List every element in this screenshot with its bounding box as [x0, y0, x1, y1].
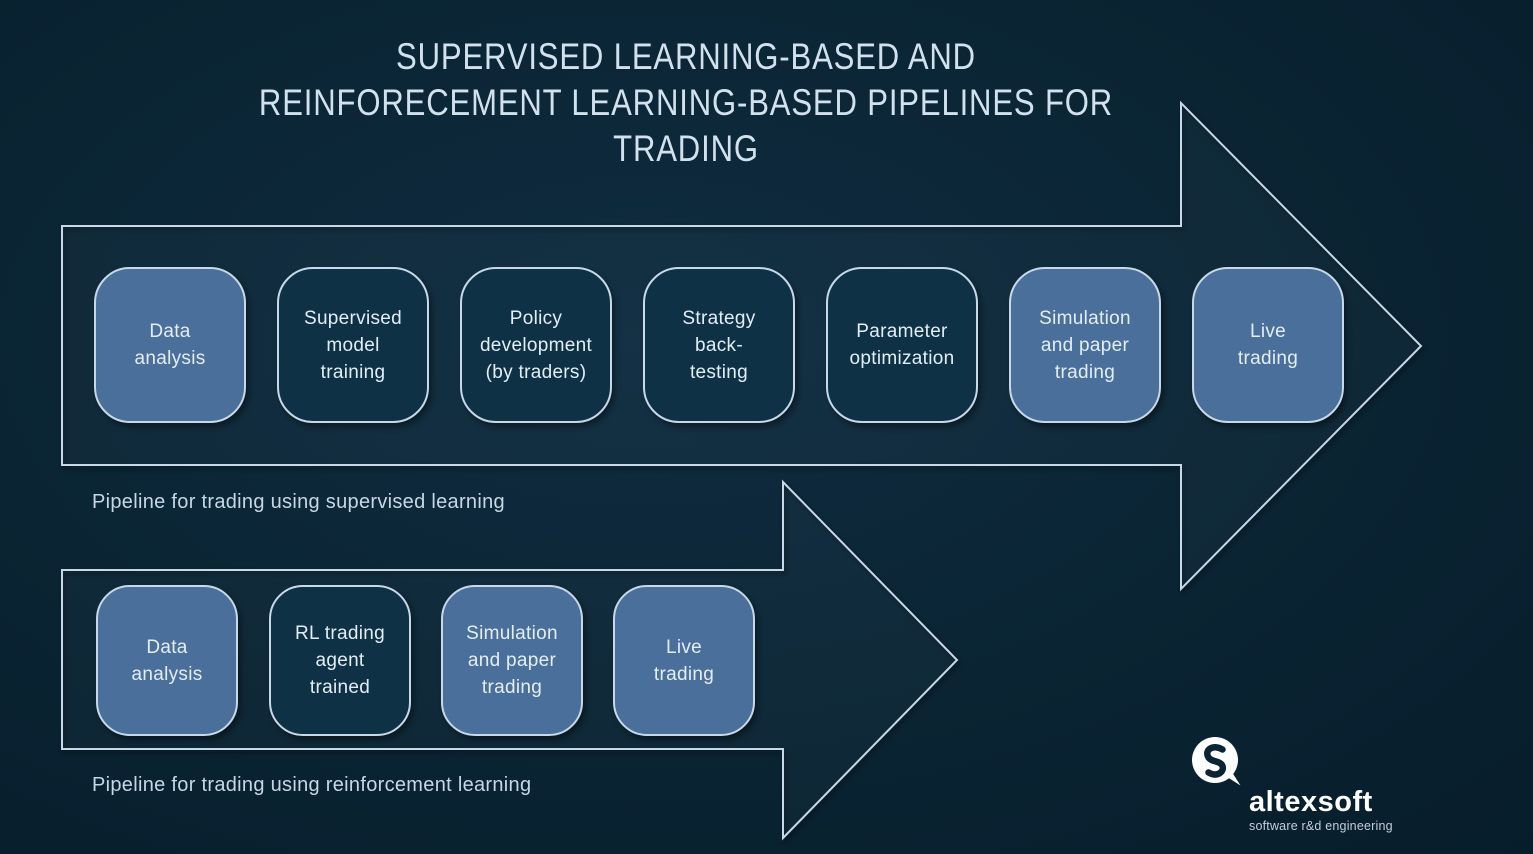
- step-label: Parameter optimization: [849, 321, 955, 369]
- step-live-trading: Live trading: [1192, 267, 1344, 423]
- step-label: Data analysis: [131, 636, 203, 685]
- step-supervised-model-training: Supervised model training: [277, 267, 429, 423]
- step-live-trading-rl: Live trading: [613, 585, 755, 736]
- step-simulation-paper-trading: Simulation and paper trading: [1009, 267, 1161, 423]
- reinforcement-pipeline-caption: Pipeline for trading using reinforcement…: [92, 774, 532, 796]
- step-label: Simulation and paper trading: [466, 623, 558, 698]
- altexsoft-speech-bubble-icon: [1192, 737, 1241, 786]
- step-label: Live trading: [1237, 321, 1299, 369]
- supervised-pipeline-caption: Pipeline for trading using supervised le…: [92, 491, 505, 513]
- altexsoft-logo-text: altexsoft software r&d engineering: [1249, 786, 1393, 834]
- step-parameter-optimization: Parameter optimization: [826, 267, 978, 423]
- step-data-analysis-rl: Data analysis: [96, 585, 238, 736]
- step-label: RL trading agent trained: [295, 623, 385, 698]
- step-label: Simulation and paper trading: [1039, 307, 1131, 383]
- step-data-analysis: Data analysis: [94, 267, 246, 423]
- page-title: SUPERVISED LEARNING-BASED AND REINFORECE…: [110, 34, 1262, 172]
- step-label: Supervised model training: [303, 307, 403, 383]
- step-simulation-paper-trading-rl: Simulation and paper trading: [441, 585, 583, 736]
- step-label: Policy development (by traders): [479, 307, 593, 383]
- step-policy-development: Policy development (by traders): [460, 267, 612, 423]
- step-rl-trading-agent-trained: RL trading agent trained: [269, 585, 411, 736]
- altexsoft-logo: altexsoft software r&d engineering: [1192, 736, 1407, 841]
- step-label: Live trading: [653, 636, 715, 685]
- step-label: Data analysis: [134, 321, 206, 369]
- altexsoft-wordmark: altexsoft: [1249, 786, 1373, 818]
- title-line-1: SUPERVISED LEARNING-BASED AND: [396, 36, 976, 77]
- reinforcement-pipeline-arrow: [61, 479, 959, 841]
- title-line-3: TRADING: [613, 128, 759, 169]
- step-strategy-back-testing: Strategy back- testing: [643, 267, 795, 423]
- title-line-2: REINFORECEMENT LEARNING-BASED PIPELINES …: [258, 82, 1114, 123]
- step-label: Strategy back- testing: [682, 307, 756, 383]
- altexsoft-tagline: software r&d engineering: [1249, 819, 1393, 833]
- supervised-pipeline-arrow: [61, 100, 1423, 592]
